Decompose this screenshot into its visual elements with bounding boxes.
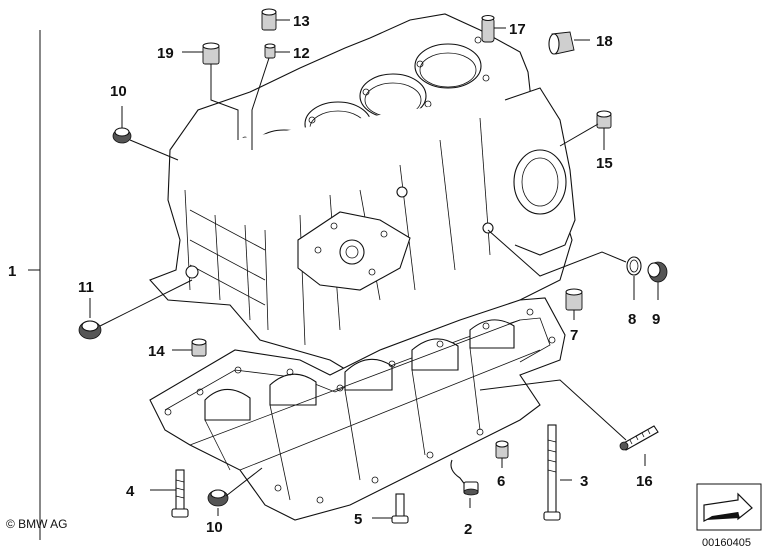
seal-ring-8: [626, 256, 642, 276]
bedplate: [149, 297, 566, 521]
callout-10-upper: 10: [110, 83, 127, 100]
plug-15: [596, 110, 612, 129]
leader-lines: [28, 19, 659, 540]
callout-13: 13: [293, 13, 310, 30]
callout-1: 1: [8, 263, 16, 280]
sleeve-14: [191, 338, 207, 357]
callout-12: 12: [293, 45, 310, 62]
callout-9: 9: [652, 311, 660, 328]
screw-plug-9: [647, 261, 668, 283]
nav-arrow-box[interactable]: [696, 483, 762, 531]
dowel-sleeve-7: [565, 288, 583, 311]
callout-7: 7: [570, 327, 578, 344]
dowel-12: [264, 43, 276, 59]
image-id: 00160405: [702, 537, 751, 549]
plug-6: [495, 440, 509, 459]
plug-10-lower: [207, 489, 229, 507]
callout-15: 15: [596, 155, 613, 172]
plug-18: [548, 31, 575, 55]
callout-10-lower: 10: [206, 519, 223, 536]
bolt-3: [543, 424, 561, 521]
small-parts: [78, 8, 668, 524]
callout-8: 8: [628, 311, 636, 328]
callout-11: 11: [78, 279, 94, 296]
callout-4: 4: [126, 483, 135, 500]
bolt-4: [171, 469, 189, 518]
callout-6: 6: [497, 473, 505, 490]
callout-19: 19: [157, 45, 174, 62]
callout-18: 18: [596, 33, 613, 50]
sensor-16: [619, 425, 659, 451]
plug-11: [78, 320, 102, 340]
sleeve-19: [202, 42, 220, 65]
callout-16: 16: [636, 473, 653, 490]
plug-10-upper: [112, 127, 132, 144]
callout-14: 14: [148, 343, 165, 360]
callout-2: 2: [464, 521, 472, 538]
callout-labels: 1 2 3 4 5 6 7 8 9 10 10 11 12 13 14 15 1…: [8, 13, 660, 538]
callout-5: 5: [354, 511, 362, 528]
bolt-5: [391, 493, 409, 524]
engine-block: [149, 13, 576, 373]
sleeve-13: [261, 8, 277, 31]
dowel-pin-17: [481, 14, 495, 43]
cylinder-bore-4: [414, 43, 482, 89]
arrow-icon: [703, 492, 753, 522]
oil-jet-2: [450, 459, 479, 496]
callout-3: 3: [580, 473, 588, 490]
copyright-text: © BMW AG: [6, 517, 68, 531]
callout-17: 17: [509, 21, 526, 38]
